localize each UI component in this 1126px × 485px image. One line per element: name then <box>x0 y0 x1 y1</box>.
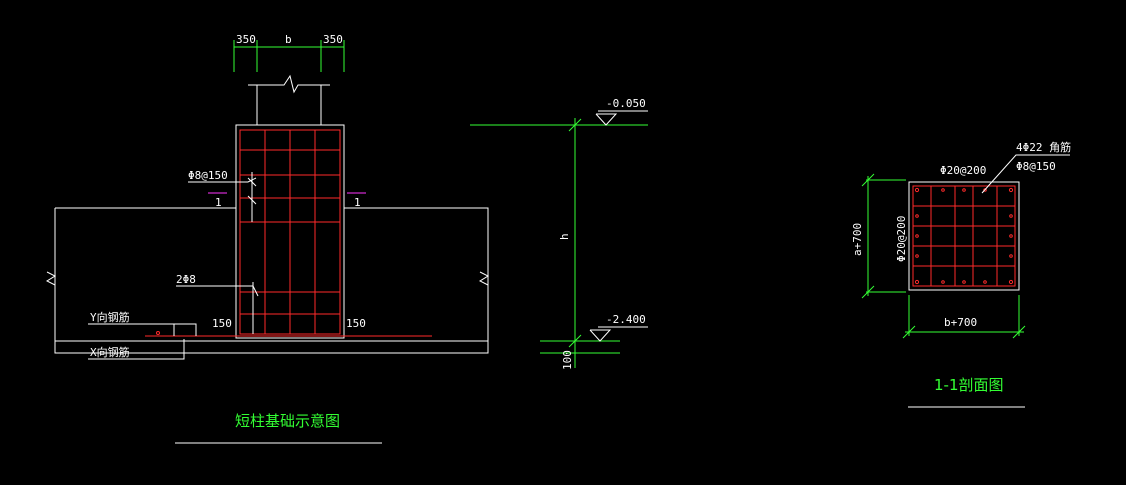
stirrup-label: Φ8@150 <box>188 169 228 182</box>
height-dim-a700: a+700 <box>851 223 864 256</box>
bottom-dim-100: 100 <box>561 350 574 370</box>
section-mark-left: 1 <box>215 196 222 209</box>
cover-right-150: 150 <box>346 317 366 330</box>
x-rebar-label: X向钢筋 <box>90 345 130 359</box>
height-label-h: h <box>558 233 571 240</box>
elevation-title: 短柱基础示意图 <box>235 412 340 430</box>
section-title: 1-1剖面图 <box>934 376 1004 394</box>
top-elevation: -0.050 <box>606 97 646 110</box>
y-rebar-label: Y向钢筋 <box>90 310 130 324</box>
cover-left-150: 150 <box>212 317 232 330</box>
width-dim-b700: b+700 <box>944 316 977 329</box>
section-bars <box>914 187 1014 285</box>
dim-mid-b: b <box>285 33 292 46</box>
dim-left-350: 350 <box>236 33 256 46</box>
foundation-elevation: 350 b 350 Φ8@150 <box>45 33 490 444</box>
bar-label-2phi8: 2Φ8 <box>176 273 196 286</box>
dim-right-350: 350 <box>323 33 343 46</box>
section-stirrup-label: Φ8@150 <box>1016 160 1056 173</box>
bottom-elevation: -2.400 <box>606 313 646 326</box>
section-mark-right: 1 <box>354 196 361 209</box>
level-diagram: -0.050 -2.400 h 100 <box>470 97 648 370</box>
side-bars-label: Φ20@200 <box>895 216 908 262</box>
corner-bars-label: 4Φ22 角筋 <box>1016 140 1071 154</box>
section-1-1: 4Φ22 角筋 Φ8@150 Φ20@200 a+700 Φ20@200 b+7… <box>851 140 1071 408</box>
top-bars-label: Φ20@200 <box>940 164 986 177</box>
